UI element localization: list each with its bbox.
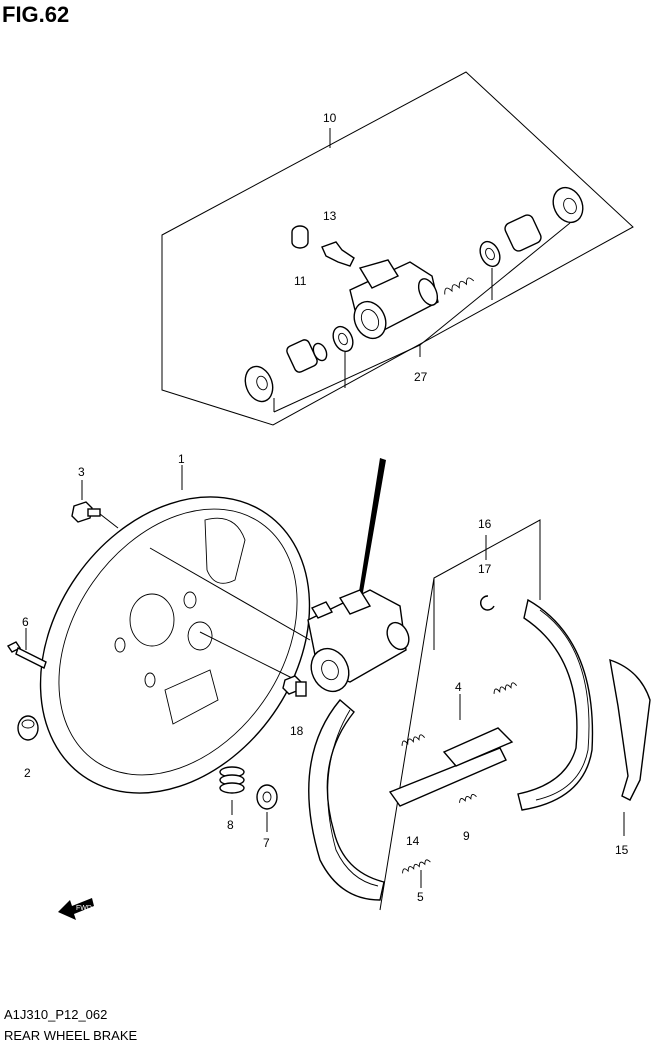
plug-6 (6, 628, 47, 669)
part-label-11: 11 (294, 274, 307, 288)
lower-return-spring-5 (402, 859, 431, 888)
hold-down-spring-8 (219, 766, 245, 815)
adjuster-spring-9 (459, 793, 477, 803)
part-label-2: 2 (24, 766, 31, 780)
part-label-10: 10 (323, 111, 337, 125)
part-label-14: 14 (406, 834, 420, 848)
part-label-15: 15 (615, 843, 629, 857)
part-label-17: 17 (478, 562, 492, 576)
hold-down-cup-7 (256, 784, 278, 832)
bolt-18 (282, 675, 307, 697)
parking-brake-lever-15 (609, 658, 651, 836)
part-label-27: 27 (414, 370, 428, 384)
e-ring-17 (480, 595, 495, 611)
brake-shoe-left (308, 699, 385, 901)
backing-plate (39, 465, 311, 794)
part-label-3: 3 (78, 465, 85, 479)
part-label-18: 18 (290, 724, 304, 738)
shoe-set-box (379, 519, 541, 911)
figure-title: FIG.62 (2, 2, 70, 27)
upper-return-spring (401, 682, 517, 746)
figure-caption: REAR WHEEL BRAKE (4, 1028, 138, 1043)
part-label-8: 8 (227, 818, 234, 832)
part-label-5: 5 (417, 890, 424, 904)
wheel-cylinder-assembly (307, 589, 410, 693)
part-label-13: 13 (323, 209, 337, 223)
part-label-1: 1 (178, 452, 185, 466)
fwd-label: FWD (76, 905, 92, 912)
cap-2 (17, 715, 39, 741)
fwd-arrow: FWD (58, 898, 94, 920)
bolt-3 (71, 480, 119, 529)
adjuster-strut (388, 727, 514, 807)
kit-pointer-wedge (358, 458, 386, 598)
brake-shoe-right (517, 598, 594, 811)
part-label-4: 4 (455, 680, 462, 694)
figure-code: A1J310_P12_062 (4, 1007, 108, 1022)
part-label-9: 9 (463, 829, 470, 843)
wheel-cylinder-exploded (244, 186, 584, 413)
wheel-cylinder-kit-box (161, 71, 634, 426)
part-label-7: 7 (263, 836, 270, 850)
part-label-16: 16 (478, 517, 492, 531)
part-label-6: 6 (22, 615, 29, 629)
